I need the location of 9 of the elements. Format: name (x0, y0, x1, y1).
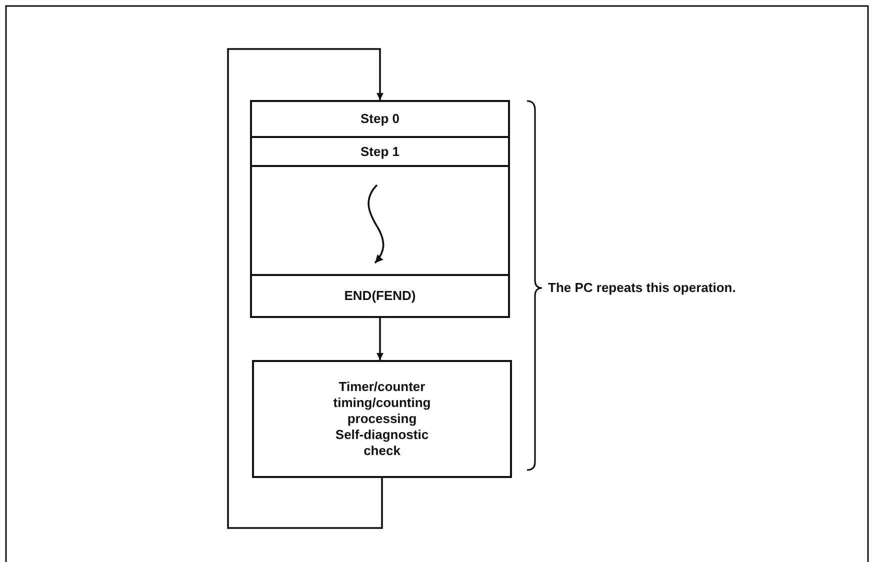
process-box (252, 360, 512, 478)
program-box (250, 100, 510, 318)
arrow (376, 318, 384, 360)
box-text: END(FEND) (344, 288, 416, 304)
box-text: Timer/counter timing/counting processing Self-diagnostic check (332, 379, 432, 459)
annotation-text: The PC repeats this operation. (548, 280, 736, 295)
box-text: Step 0 (360, 111, 400, 127)
arrow (227, 48, 384, 529)
box-text: Step 1 (360, 144, 400, 160)
